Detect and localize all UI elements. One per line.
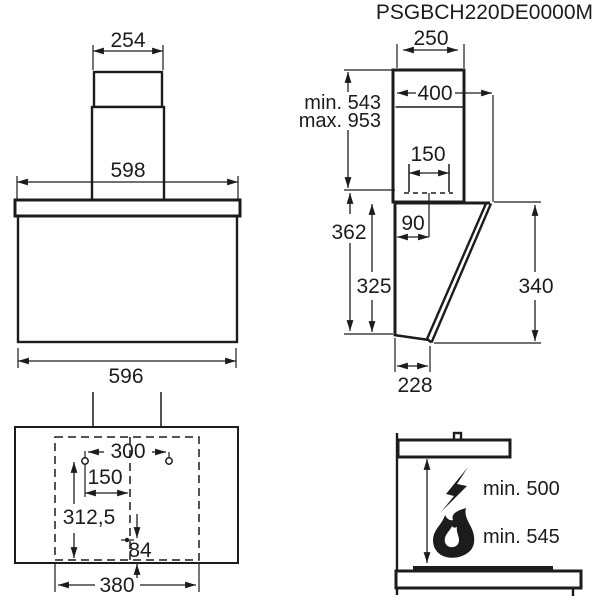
dim-body-width: 596 [108,365,143,388]
dim-front-height: 340 [518,275,553,298]
dim-duct-offset: 90 [401,212,424,235]
dim-chimney-width: 254 [110,29,145,52]
lightning-icon [441,467,468,512]
dim-hole-height: 312,5 [63,506,116,529]
dim-228-extension [394,338,431,372]
gas-clearance-label: min. 545 [483,526,560,548]
dim-duct-width: 150 [410,143,445,166]
front-chimney-lower [90,105,166,202]
keyhole-icon [165,457,173,465]
dim-340-extension [434,201,541,344]
model-number: PSGBCH220DE0000M [376,1,593,24]
dim-rear-height: 362 [331,221,366,244]
dim-hole-to-center: 150 [87,466,122,489]
front-view: 254 598 596 [13,29,242,427]
template-dashed-outline [54,436,200,561]
mounting-template-view: 300 150 312,5 84 380 [14,426,239,597]
side-view: 250 min. 543 max. 953 400 150 90 362 [299,27,554,397]
flame-icon-inner [444,526,459,548]
front-chimney-upper [92,70,164,109]
dim-depth-total: 400 [417,82,452,105]
template-connector-lines [92,392,162,427]
dim-rear-inner-height: 325 [356,275,391,298]
side-body-bottom [393,333,430,342]
duct-outlet [408,164,450,192]
dim-bottom-hole-offset: 84 [128,539,152,562]
dim-bottom-depth: 228 [397,374,432,397]
dim-380-extension [54,564,200,592]
hood-bottom-bar [396,438,512,459]
dim-height-max: max. 953 [299,110,381,132]
side-glass-outer [430,203,493,343]
keyhole-stems [84,451,170,458]
dim-hole-spacing: 300 [110,440,145,463]
front-top-strip [13,198,242,218]
front-body [16,214,239,344]
dim-chimney-depth: 250 [413,27,448,50]
bottom-hole-icon [124,537,130,543]
dim-minmax-extension [344,69,395,191]
dim-height-min: min. 543 [304,92,381,114]
dim-template-width: 380 [99,574,134,597]
side-glass-inner [425,203,488,344]
keyhole-icon [81,457,89,465]
clearance-view: min. 500 min. 545 [394,431,583,596]
cooktop-strip [413,566,553,572]
dim-250-extension [396,44,465,68]
countertop [394,569,583,590]
electric-clearance-label: min. 500 [483,478,560,500]
dim-top-width: 598 [110,159,145,182]
